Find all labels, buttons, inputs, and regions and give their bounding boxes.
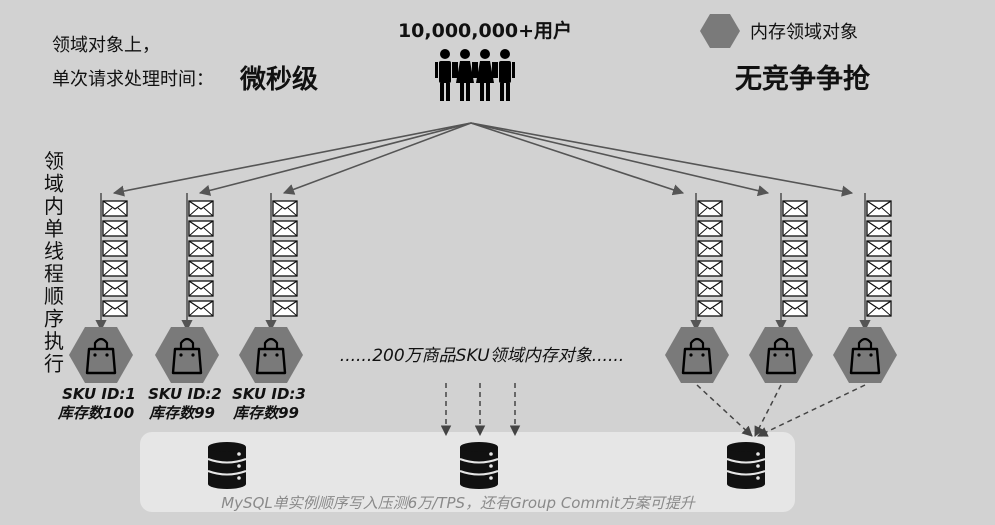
envelope-icon	[188, 300, 214, 317]
shopping-bag-icon	[849, 337, 881, 375]
fanout-arrow	[470, 122, 770, 197]
envelope-icon	[697, 240, 723, 257]
person-figure	[435, 49, 455, 101]
envelope-icon	[272, 200, 298, 217]
envelope-icon	[188, 220, 214, 237]
envelope-icon	[697, 300, 723, 317]
middle-label: ......200万商品SKU领域内存对象......	[340, 346, 624, 366]
shopping-bag-icon	[85, 337, 117, 375]
request-queue	[749, 193, 813, 383]
people-icon	[435, 49, 515, 101]
users-label: 10,000,000+用户	[398, 19, 572, 42]
db-arrows	[440, 383, 866, 437]
header-line2-prefix: 单次请求处理时间：	[52, 69, 214, 90]
envelope-icon	[866, 300, 892, 317]
fanout-arrow	[470, 122, 685, 196]
shopping-bag-icon	[765, 337, 797, 375]
domain-object-hexagon	[155, 327, 219, 383]
fanout-arrow	[282, 122, 472, 195]
domain-object-hexagon	[749, 327, 813, 383]
request-queue	[833, 193, 897, 383]
db-caption: MySQL单实例顺序写入压测6万/TPS，还有Group Commit方案可提升	[221, 494, 696, 512]
envelope-icon	[102, 300, 128, 317]
envelope-icon	[866, 200, 892, 217]
envelope-icon	[866, 220, 892, 237]
envelope-icon	[697, 220, 723, 237]
write-arrow	[696, 384, 753, 437]
envelope-icon	[102, 280, 128, 297]
envelope-icon	[697, 200, 723, 217]
envelope-icon	[102, 260, 128, 277]
slogan: 无竞争争抢	[735, 63, 871, 95]
shopping-bag-icon	[171, 337, 203, 375]
db-icons	[207, 442, 766, 489]
envelope-icon	[866, 260, 892, 277]
sku-id-label: SKU ID:2	[148, 385, 222, 403]
sku-stock-label: 库存数99	[148, 404, 215, 422]
fanout-arrows	[112, 122, 854, 197]
envelope-icon	[782, 300, 808, 317]
sku-stock-label: 库存数100	[57, 404, 134, 422]
envelope-icon	[697, 260, 723, 277]
database-icon	[726, 442, 766, 489]
domain-object-hexagon	[69, 327, 133, 383]
shopping-bag-icon	[681, 337, 713, 375]
legend-label: 内存领域对象	[750, 22, 858, 43]
envelope-icon	[272, 300, 298, 317]
database-icon	[459, 442, 499, 489]
envelope-icon	[782, 260, 808, 277]
domain-object-hexagon	[665, 327, 729, 383]
shopping-bag-icon	[255, 337, 287, 375]
sku-id-label: SKU ID:3	[232, 385, 306, 403]
header-line1: 领域对象上，	[52, 35, 160, 56]
envelope-icon	[272, 220, 298, 237]
vertical-label: 领域内单线程顺序执行	[44, 149, 64, 376]
envelope-icon	[102, 200, 128, 217]
envelope-icon	[102, 240, 128, 257]
person-figure	[475, 49, 495, 101]
envelope-icon	[102, 220, 128, 237]
header-line2-emphasis: 微秒级	[239, 64, 318, 95]
envelope-icon	[188, 240, 214, 257]
envelope-icon	[866, 240, 892, 257]
envelope-icon	[782, 240, 808, 257]
database-icon	[207, 442, 247, 489]
envelope-icon	[782, 200, 808, 217]
fanout-arrow	[112, 122, 472, 197]
envelope-icon	[272, 240, 298, 257]
write-arrow	[754, 384, 782, 437]
domain-object-hexagon	[833, 327, 897, 383]
domain-object-hexagon	[239, 327, 303, 383]
person-figure	[455, 49, 475, 101]
fanout-arrow	[470, 122, 854, 197]
envelope-icon	[188, 280, 214, 297]
envelope-icon	[782, 280, 808, 297]
envelope-icon	[272, 280, 298, 297]
request-queue	[665, 193, 729, 383]
envelope-icon	[782, 220, 808, 237]
envelope-icon	[697, 280, 723, 297]
person-figure	[495, 49, 515, 101]
envelope-icon	[866, 280, 892, 297]
fanout-arrow	[198, 122, 472, 196]
envelope-icon	[272, 260, 298, 277]
write-arrow	[757, 384, 866, 437]
sku-stock-label: 库存数99	[232, 404, 299, 422]
sku-id-label: SKU ID:1	[62, 385, 136, 403]
envelope-icon	[188, 200, 214, 217]
hexagon-icon	[700, 14, 740, 48]
envelope-icon	[188, 260, 214, 277]
